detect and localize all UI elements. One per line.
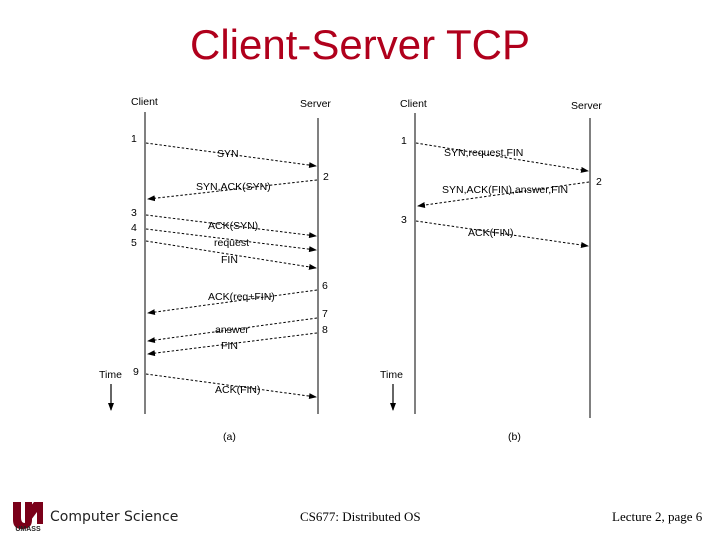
logo-text: UMASS [15,526,41,533]
footer-course: CS677: Distributed OS [300,509,421,524]
message-label: ACK(FIN) [468,227,514,239]
caption-a: (a) [223,431,236,443]
step-number: 9 [133,366,139,378]
message-arrow-ack-fin [145,373,317,400]
message-arrow-fin-client [145,240,317,270]
message-label: FIN [221,340,238,352]
message-label: ACK(SYN) [208,220,258,232]
time-label-b: Time [380,369,403,381]
step-number: 1 [131,133,137,145]
message-label: answer [215,324,249,336]
message-label: ACK(FIN) [215,384,261,396]
step-number: 5 [131,237,137,249]
footer-department: Computer Science [50,509,179,525]
message-arrow-answer [147,317,318,344]
step-number: 2 [596,176,602,188]
umass-logo-icon [13,502,43,529]
message-arrow-request [145,228,317,253]
server-label-a: Server [300,98,331,110]
client-label-b: Client [400,98,427,110]
message-arrow-synack-answer-fin [417,181,590,208]
slide-title: Client-Server TCP [190,21,530,68]
message-label: SYN [217,148,239,160]
client-label-a: Client [131,96,158,108]
message-label: SYN,ACK(FIN),answer,FIN [442,184,568,196]
message-arrow-ack-fin-b [415,220,589,248]
message-arrow-syn-request-fin [415,142,589,173]
server-label-b: Server [571,100,602,112]
message-arrow-ack-req-fin [147,289,318,316]
caption-b: (b) [508,431,521,443]
step-number: 3 [131,207,137,219]
message-arrow-synack [147,179,318,202]
message-label: request [214,237,249,249]
step-number: 2 [323,171,329,183]
step-number: 7 [322,308,328,320]
time-label-a: Time [99,369,122,381]
message-label: SYN,request,FIN [444,147,523,159]
message-label: FIN [221,254,238,266]
step-number: 6 [322,280,328,292]
message-arrow-fin-server [147,332,318,357]
footer-page-number: Lecture 2, page 6 [612,509,703,524]
message-label: SYN,ACK(SYN) [196,181,271,193]
diagram-a: Client Server SYN SYN,ACK(SYN) ACK(SYN) … [99,96,331,443]
step-number: 4 [131,222,137,234]
diagram-b: Client Server SYN,request,FIN SYN,ACK(FI… [380,98,602,443]
step-number: 3 [401,214,407,226]
message-arrow-ack-syn [145,214,317,239]
step-number: 8 [322,324,328,336]
message-arrow-syn [145,142,317,169]
message-label: ACK(req+FIN) [208,291,275,303]
step-number: 1 [401,135,407,147]
